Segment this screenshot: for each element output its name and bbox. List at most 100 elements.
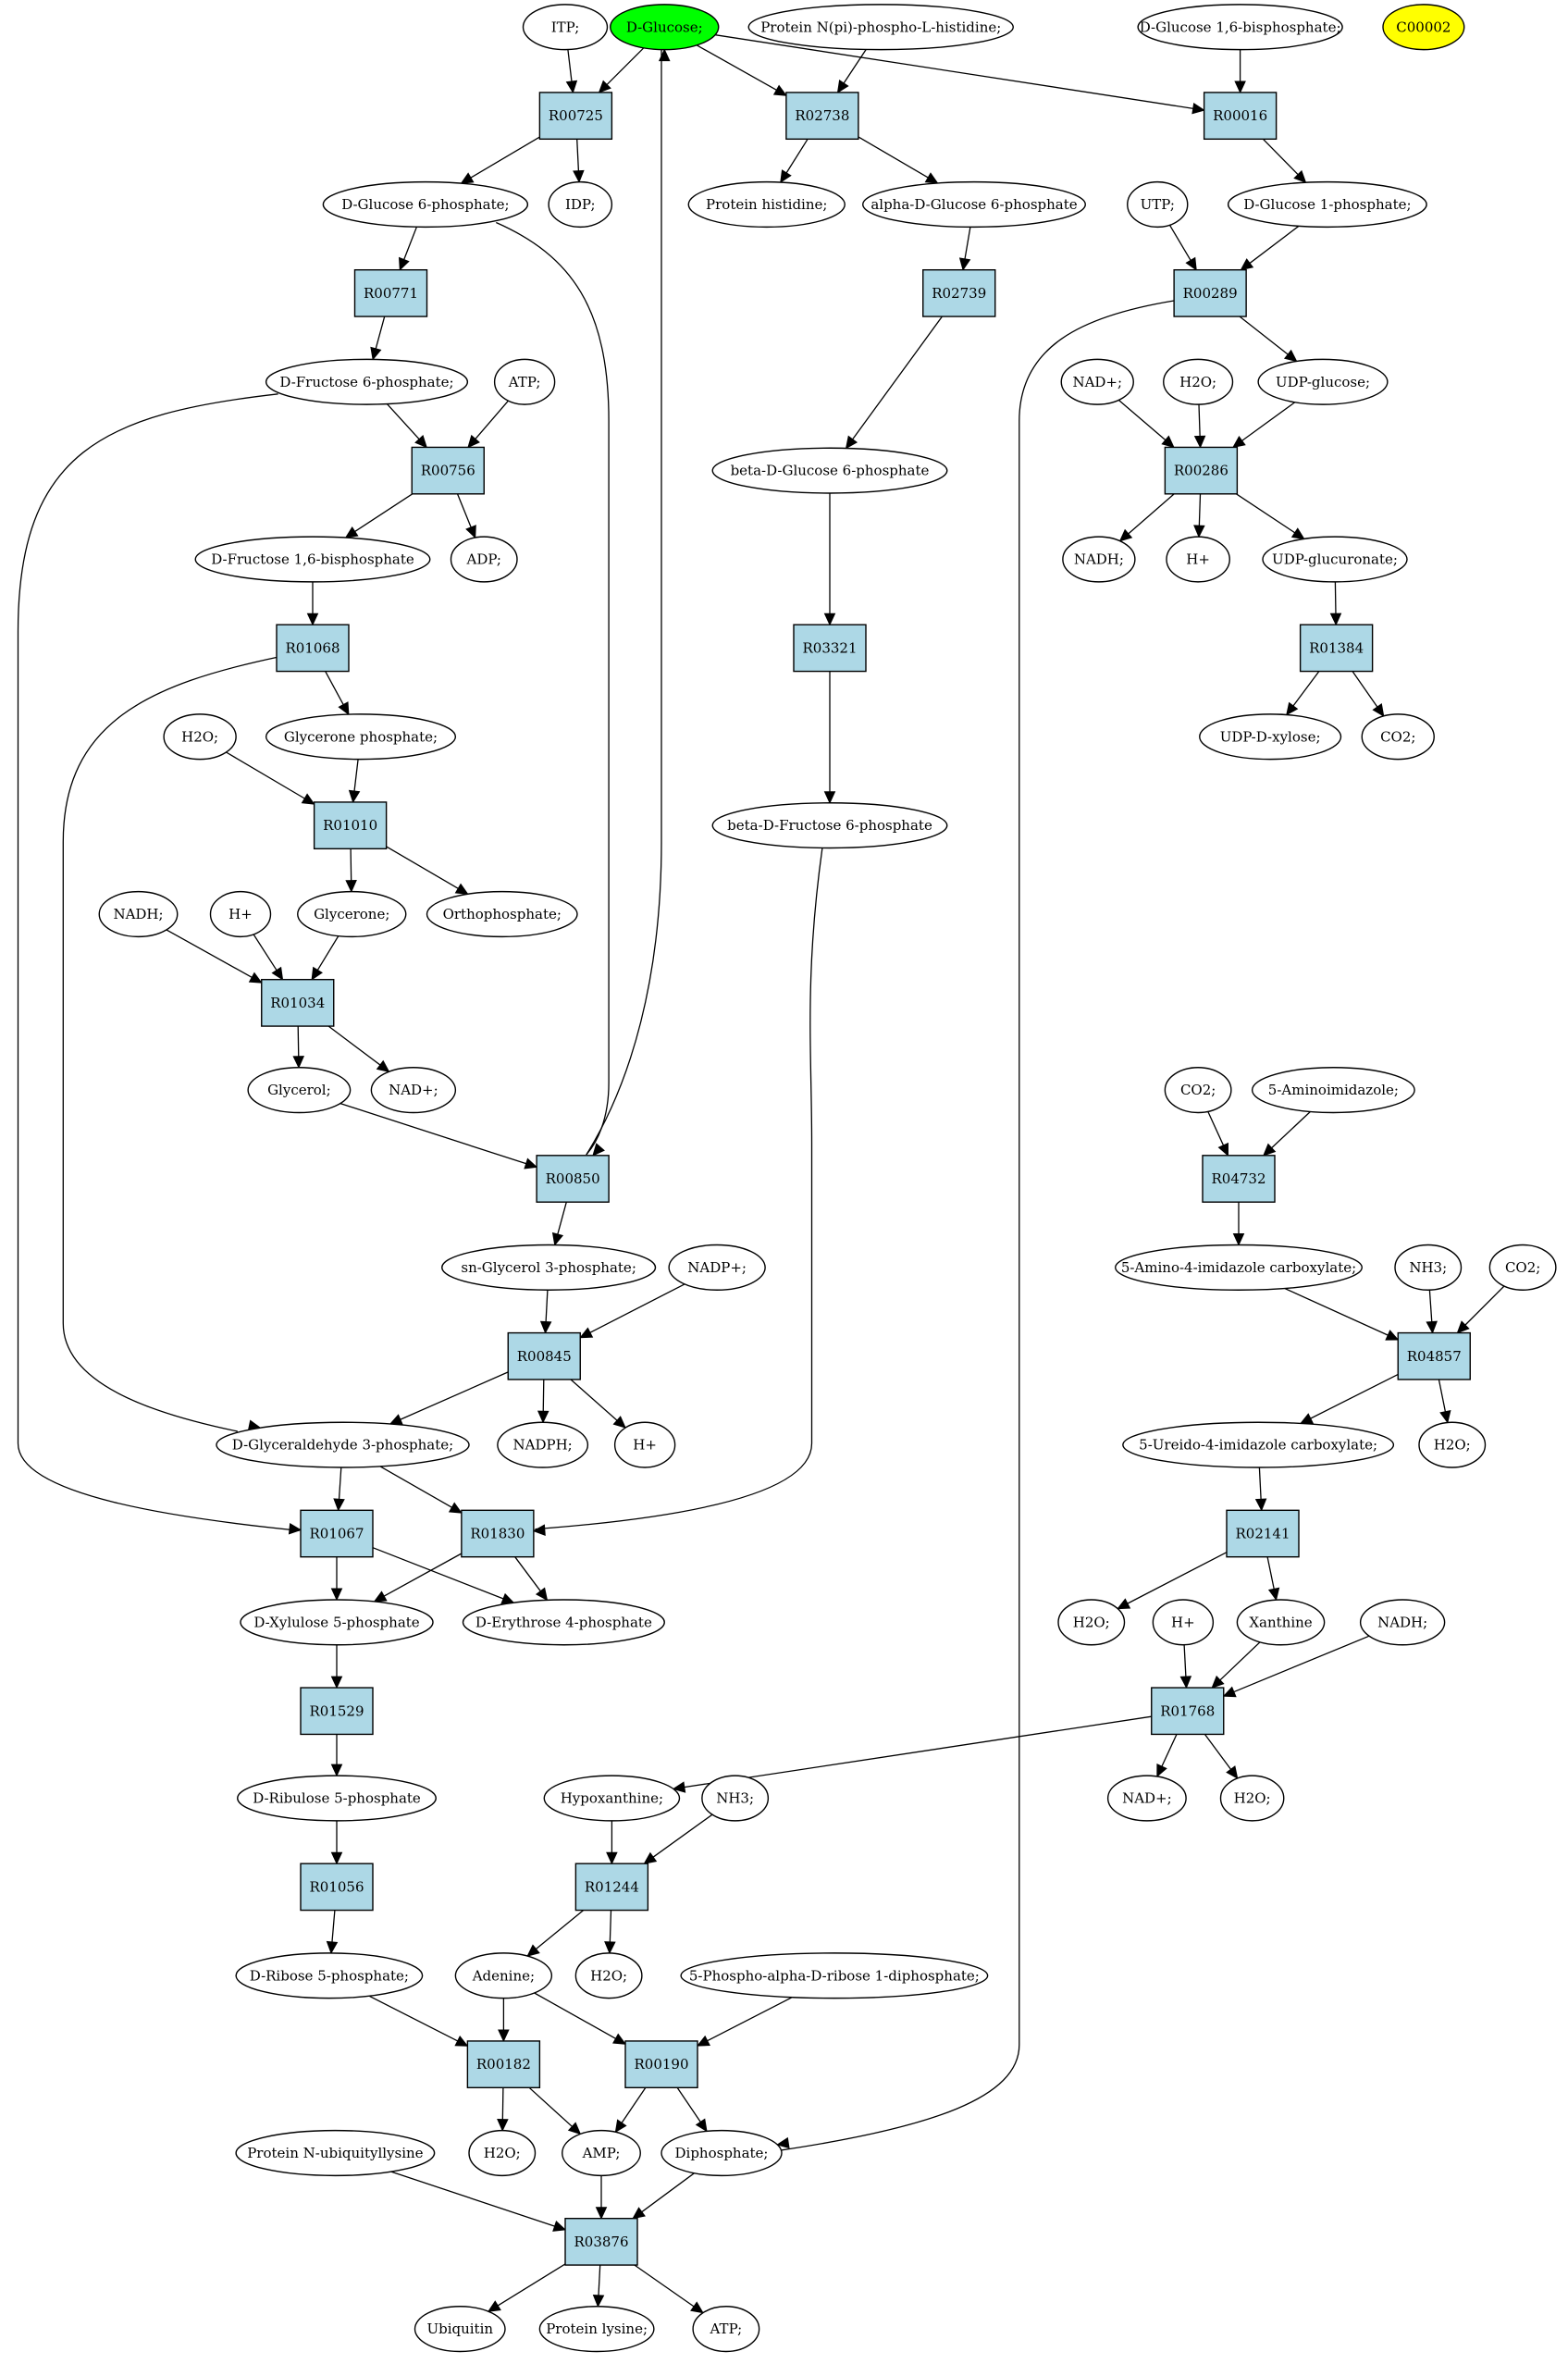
compound-node-de4p[interactable]: D-Erythrose 4-phosphate — [462, 1599, 665, 1646]
reaction-node-r01384[interactable]: R01384 — [1299, 624, 1374, 673]
compound-node-atp1[interactable]: ATP; — [493, 358, 556, 405]
reaction-node-r01830[interactable]: R01830 — [461, 1509, 535, 1558]
compound-node-h2o7[interactable]: H2O; — [468, 2129, 537, 2177]
compound-node-adg6p[interactable]: alpha-D-Glucose 6-phosphate — [862, 180, 1086, 229]
compound-node-utp[interactable]: UTP; — [1127, 180, 1189, 229]
compound-node-hplus1[interactable]: H+ — [1166, 536, 1230, 583]
compound-node-dgluc16bp[interactable]: D-Glucose 1,6-bisphosphate; — [1137, 4, 1343, 51]
compound-node-itp[interactable]: ITP; — [522, 4, 609, 51]
compound-node-atp2[interactable]: ATP; — [692, 2306, 760, 2353]
reaction-node-r02738[interactable]: R02738 — [785, 92, 859, 141]
compound-node-nh3a[interactable]: NH3; — [1394, 1244, 1463, 1291]
reaction-node-r04732[interactable]: R04732 — [1202, 1155, 1276, 1203]
compound-node-df6p[interactable]: D-Fructose 6-phosphate; — [265, 358, 469, 405]
compound-node-hypoxanthine[interactable]: Hypoxanthine; — [543, 1775, 681, 1822]
compound-node-glycerol[interactable]: Glycerol; — [247, 1067, 352, 1114]
reaction-node-r03876[interactable]: R03876 — [564, 2217, 638, 2266]
compound-node-nadh2[interactable]: NADH; — [98, 890, 179, 938]
compound-node-c00002[interactable]: C00002 — [1382, 4, 1465, 51]
edge-atp1-to-R00756 — [467, 400, 509, 449]
compound-node-xanthine[interactable]: Xanthine — [1236, 1599, 1326, 1646]
compound-node-nadplus3[interactable]: NAD+; — [1106, 1775, 1187, 1822]
compound-node-bdf6p[interactable]: beta-D-Fructose 6-phosphate — [711, 802, 948, 849]
compound-node-h2o1[interactable]: H2O; — [1163, 358, 1234, 405]
compound-node-dribose5p[interactable]: D-Ribose 5-phosphate; — [235, 1952, 424, 1999]
compound-node-h2o6[interactable]: H2O; — [574, 1952, 643, 1999]
reaction-node-r01768[interactable]: R01768 — [1151, 1687, 1225, 1736]
compound-node-nadplus2[interactable]: NAD+; — [370, 1067, 457, 1114]
compound-node-udpglucose[interactable]: UDP-glucose; — [1257, 358, 1389, 405]
compound-node-df16bp[interactable]: D-Fructose 1,6-bisphosphate — [194, 536, 431, 583]
reaction-node-r01529[interactable]: R01529 — [300, 1687, 374, 1736]
compound-node-h2o4[interactable]: H2O; — [1057, 1599, 1126, 1646]
compound-node-adenine[interactable]: Adenine; — [454, 1952, 553, 1999]
reaction-node-r00756[interactable]: R00756 — [411, 446, 485, 495]
reaction-node-r00725[interactable]: R00725 — [538, 92, 613, 141]
compound-node-diphosphate[interactable]: Diphosphate; — [661, 2129, 783, 2177]
reaction-node-r01067[interactable]: R01067 — [300, 1509, 374, 1558]
compound-node-glycerone[interactable]: Glycerone; — [297, 890, 407, 938]
compound-node-dg6p[interactable]: D-Glucose 6-phosphate; — [322, 180, 529, 229]
reaction-node-r00845[interactable]: R00845 — [507, 1331, 581, 1380]
compound-node-h2o2[interactable]: H2O; — [163, 713, 237, 761]
compound-node-prpp[interactable]: 5-Phospho-alpha-D-ribose 1-diphosphate; — [680, 1952, 989, 1999]
edge-R00725-to-idp — [573, 139, 585, 183]
compound-node-dr5p[interactable]: D-Ribulose 5-phosphate — [237, 1775, 437, 1822]
compound-node-nadp_plus1[interactable]: NAD+; — [1060, 358, 1134, 405]
compound-node-dg1p[interactable]: D-Glucose 1-phosphate; — [1227, 180, 1427, 229]
compound-node-ubiquitin[interactable]: Ubiquitin — [414, 2306, 506, 2353]
reaction-node-r00016[interactable]: R00016 — [1203, 92, 1278, 141]
compound-node-orthop[interactable]: Orthophosphate; — [426, 890, 578, 938]
reaction-node-r02141[interactable]: R02141 — [1226, 1509, 1300, 1558]
compound-node-glyceronep[interactable]: Glycerone phosphate; — [265, 713, 457, 761]
compound-node-idp[interactable]: IDP; — [548, 180, 613, 229]
compound-node-protlys[interactable]: Protein lysine; — [538, 2306, 655, 2353]
compound-node-dx5p[interactable]: D-Xylulose 5-phosphate — [240, 1599, 434, 1646]
compound-ellipse — [692, 2306, 760, 2353]
compound-node-ureidoimid[interactable]: 5-Ureido-4-imidazole carboxylate; — [1122, 1421, 1395, 1468]
compound-node-nadph[interactable]: NADPH; — [497, 1421, 589, 1468]
reaction-node-r00190[interactable]: R00190 — [624, 2040, 698, 2089]
compound-node-udpxylose[interactable]: UDP-D-xylose; — [1199, 713, 1342, 761]
compound-node-snglyc3p[interactable]: sn-Glycerol 3-phosphate; — [441, 1244, 657, 1291]
compound-node-adp[interactable]: ADP; — [450, 536, 518, 583]
reaction-node-r00850[interactable]: R00850 — [536, 1155, 610, 1203]
compound-node-dglucose[interactable]: D-Glucose; — [610, 4, 720, 51]
compound-node-protnpi[interactable]: Protein N(pi)-phospho-L-histidine; — [747, 4, 1014, 51]
reaction-node-r00771[interactable]: R00771 — [353, 268, 428, 317]
reaction-node-r00286[interactable]: R00286 — [1164, 446, 1239, 495]
reaction-node-r01244[interactable]: R01244 — [574, 1863, 649, 1912]
compound-node-hplus2[interactable]: H+ — [209, 890, 272, 938]
compound-node-nadh3[interactable]: NADH; — [1359, 1599, 1446, 1646]
compound-node-nadh1[interactable]: NADH; — [1062, 536, 1136, 583]
compound-node-bdg6p[interactable]: beta-D-Glucose 6-phosphate — [711, 447, 948, 494]
compound-node-protnubiq[interactable]: Protein N-ubiquityllysine — [235, 2129, 436, 2177]
compound-node-h2o5[interactable]: H2O; — [1219, 1775, 1285, 1822]
compound-node-hplus3[interactable]: H+ — [613, 1421, 676, 1468]
compound-ellipse — [1152, 1599, 1215, 1646]
reaction-node-r01010[interactable]: R01010 — [313, 801, 388, 850]
compound-node-dga3p[interactable]: D-Glyceraldehyde 3-phosphate; — [216, 1421, 470, 1468]
compound-node-co2a[interactable]: CO2; — [1361, 713, 1435, 761]
reaction-node-r03321[interactable]: R03321 — [793, 624, 867, 673]
compound-node-udpglucuronate[interactable]: UDP-glucuronate; — [1262, 536, 1408, 583]
compound-node-nh3b[interactable]: NH3; — [701, 1775, 770, 1822]
reaction-node-r00182[interactable]: R00182 — [466, 2040, 541, 2089]
reaction-node-r01068[interactable]: R01068 — [276, 624, 350, 673]
compound-node-amimidcarb[interactable]: 5-Amino-4-imidazole carboxylate; — [1115, 1244, 1363, 1291]
reaction-node-r04857[interactable]: R04857 — [1397, 1331, 1471, 1380]
compound-node-nadpplus[interactable]: NADP+; — [668, 1244, 766, 1291]
compound-node-aminoimid[interactable]: 5-Aminoimidazole; — [1251, 1067, 1415, 1114]
compound-node-prothis[interactable]: Protein histidine; — [687, 180, 846, 229]
compound-node-co2c[interactable]: CO2; — [1488, 1244, 1557, 1291]
compound-node-amp[interactable]: AMP; — [562, 2129, 641, 2177]
edge-dga3p-to-R01067 — [333, 1467, 345, 1512]
compound-ellipse — [1361, 713, 1435, 761]
compound-node-co2b[interactable]: CO2; — [1164, 1067, 1232, 1114]
compound-node-h2o3[interactable]: H2O; — [1418, 1421, 1487, 1468]
compound-node-hplus4[interactable]: H+ — [1152, 1599, 1215, 1646]
reaction-node-r01034[interactable]: R01034 — [261, 978, 335, 1027]
reaction-node-r01056[interactable]: R01056 — [300, 1863, 374, 1912]
reaction-node-r02739[interactable]: R02739 — [922, 268, 996, 317]
reaction-node-r00289[interactable]: R00289 — [1173, 268, 1247, 317]
